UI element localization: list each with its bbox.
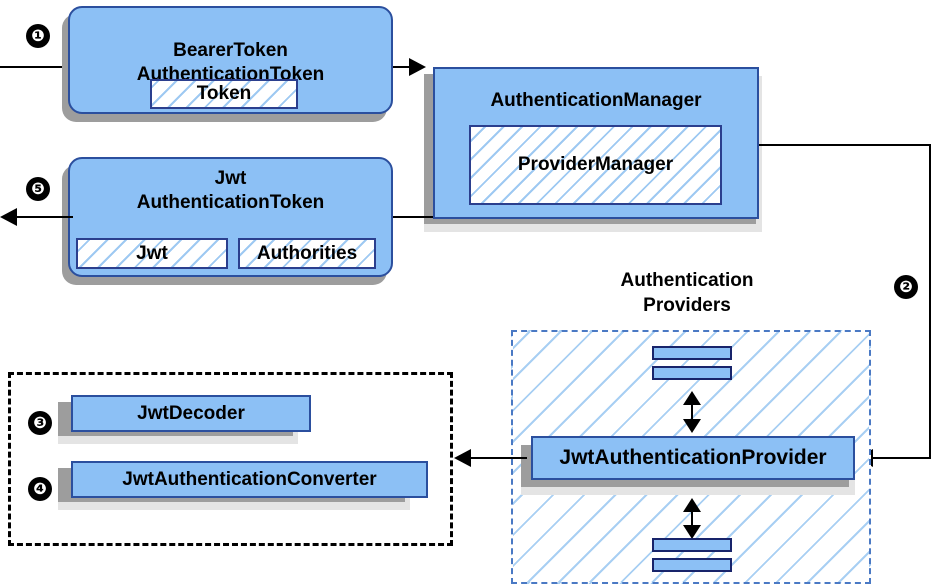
bearer-token-compartment-token: Token	[150, 79, 298, 109]
jwt-token-title-line2: AuthenticationToken	[136, 192, 325, 213]
bearer-to-manager-arrowhead	[409, 58, 426, 76]
authentication-manager-compartment-provider-manager: ProviderManager	[469, 125, 722, 205]
incoming-request-line	[0, 66, 72, 68]
jwt-token-output-line	[17, 216, 73, 218]
bearer-token-title-line1: BearerToken	[173, 40, 288, 61]
jwt-authentication-provider-box[interactable]: JwtAuthenticationProvider	[531, 436, 855, 480]
step-badge-3: ❸	[28, 411, 52, 435]
jwt-token-title-line1: Jwt	[214, 168, 247, 189]
provider-link-bottom-line	[691, 505, 693, 529]
jwt-token-title: Jwt AuthenticationToken	[137, 159, 325, 215]
provider-link-top-arrow-down	[683, 419, 701, 433]
provider-placeholder-bar-top-2	[652, 366, 732, 380]
authentication-providers-caption: Authentication Providers	[567, 268, 807, 318]
provider-to-support-line	[469, 457, 527, 459]
jwt-decoder-box[interactable]: JwtDecoder	[71, 395, 311, 432]
provider-link-bottom-arrow-down	[683, 525, 701, 539]
authentication-providers-caption-line1: Authentication	[620, 270, 754, 291]
provider-placeholder-bar-bottom-1	[652, 538, 732, 552]
manager-to-providers-vertical-line	[929, 144, 931, 459]
authentication-manager-title: AuthenticationManager	[490, 90, 702, 111]
manager-to-providers-horizontal-line	[759, 144, 931, 146]
jwt-token-output-arrowhead	[0, 208, 17, 226]
jwt-support-group	[8, 372, 453, 546]
jwt-token-compartment-authorities: Authorities	[238, 238, 376, 269]
jwt-token-compartment-jwt: Jwt	[76, 238, 228, 269]
manager-to-jwt-token-line	[393, 216, 433, 218]
step-badge-4: ❹	[28, 477, 52, 501]
providers-entry-line	[872, 457, 931, 459]
step-badge-1: ❶	[26, 24, 50, 48]
provider-placeholder-bar-top-1	[652, 346, 732, 360]
step-badge-2: ❷	[894, 275, 918, 299]
bearer-to-manager-line	[393, 66, 421, 68]
jwt-authentication-converter-box[interactable]: JwtAuthenticationConverter	[71, 461, 428, 498]
provider-link-top-line	[691, 398, 693, 423]
step-badge-5: ❺	[26, 177, 50, 201]
provider-placeholder-bar-bottom-2	[652, 558, 732, 572]
provider-to-support-arrowhead	[454, 449, 471, 467]
authentication-providers-caption-line2: Providers	[643, 295, 731, 316]
